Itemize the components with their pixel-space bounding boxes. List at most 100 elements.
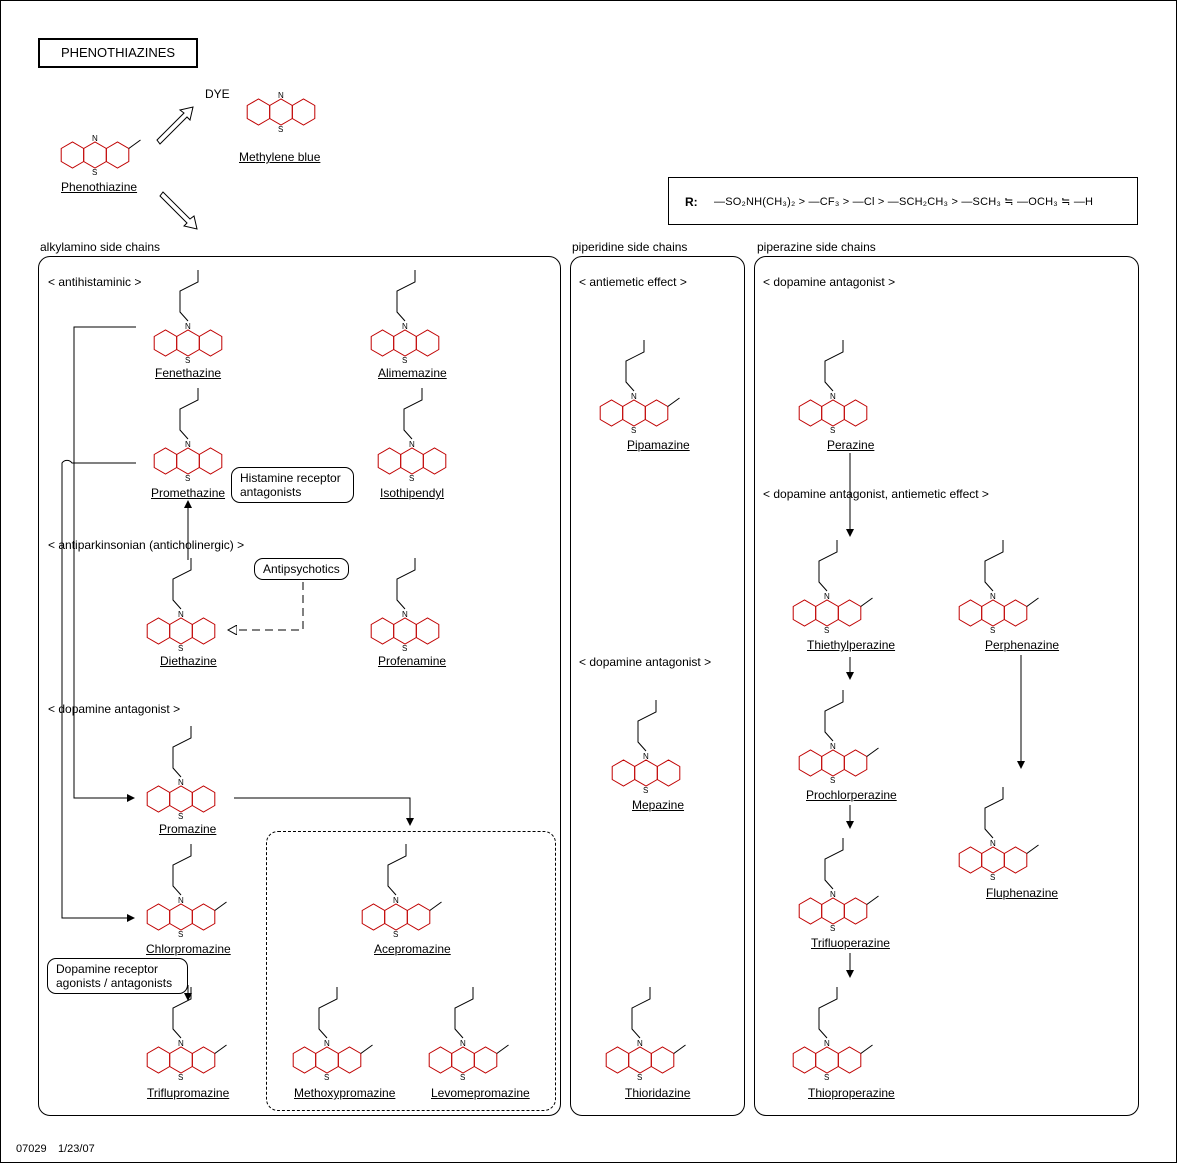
effect-dopamine-antiemetic: < dopamine antagonist, antiemetic effect… — [763, 487, 989, 501]
compound-pipamazine: Pipamazine — [627, 438, 690, 452]
compound-trifluoperazine: Trifluoperazine — [811, 936, 890, 950]
ring-perazine-s-atom: S — [830, 426, 835, 435]
ring-promethazine: NS — [153, 388, 223, 483]
footer-map-id: 07029 — [16, 1143, 47, 1155]
ring-trifluoperazine-n-atom: N — [830, 890, 836, 899]
compound-thioridazine: Thioridazine — [625, 1086, 691, 1100]
effect-dopamine-alkyl: < dopamine antagonist > — [48, 702, 181, 716]
effect-dopamine-piperidine: < dopamine antagonist > — [579, 655, 712, 669]
ring-thiethylperazine: NS — [792, 540, 873, 635]
ring-promazine: NS — [146, 726, 216, 821]
ring-thioproperazine: NS — [792, 987, 873, 1082]
ring-levomepromazine-s-atom: S — [460, 1073, 465, 1082]
compound-profenamine: Profenamine — [378, 654, 447, 668]
compound-thioproperazine: Thioproperazine — [808, 1086, 895, 1100]
ring-fenethazine-s-atom: S — [185, 356, 190, 365]
r-substituent-series: R: —SO₂NH(CH₃)₂ > —CF₃ > —Cl > —SCH₂CH₃ … — [668, 177, 1138, 225]
ring-levomepromazine: NS — [428, 987, 509, 1082]
ring-thioproperazine-n-atom: N — [824, 1039, 830, 1048]
ring-pipamazine: NS — [599, 340, 680, 435]
ring-perphenazine-s-atom: S — [990, 626, 995, 635]
map-title: PHENOTHIAZINES — [38, 38, 198, 68]
ring-phenothiazine: NS — [60, 134, 141, 177]
piperazine-box — [754, 256, 1139, 1116]
ring-promethazine-s-atom: S — [185, 474, 190, 483]
ring-acepromazine-s-atom: S — [393, 930, 398, 939]
compound-methoxypromazine: Methoxypromazine — [294, 1086, 396, 1100]
ring-methoxypromazine-s-atom: S — [324, 1073, 329, 1082]
ring-phenothiazine-s-atom: S — [92, 168, 97, 177]
ring-mepazine-n-atom: N — [643, 752, 649, 761]
ring-methylene-blue-s-atom: S — [278, 125, 283, 134]
ring-methylene-blue: NS — [246, 91, 316, 134]
ring-pipamazine-n-atom: N — [631, 392, 637, 401]
ring-thiethylperazine-s-atom: S — [824, 626, 829, 635]
effect-dopamine-piperazine: < dopamine antagonist > — [763, 275, 896, 289]
ring-diethazine: NS — [146, 558, 216, 653]
alkylamino-connectors — [61, 326, 414, 1001]
ring-isothipendyl-n-atom: N — [409, 440, 415, 449]
group-piperazine: piperazine side chains — [757, 240, 876, 254]
compound-chlorpromazine: Chlorpromazine — [146, 942, 231, 956]
ring-chlorpromazine-s-atom: S — [178, 930, 183, 939]
compound-mepazine: Mepazine — [632, 798, 685, 812]
ring-promethazine-n-atom: N — [185, 440, 191, 449]
compound-isothipendyl: Isothipendyl — [380, 486, 445, 500]
r-series-text: —SO₂NH(CH₃)₂ > —CF₃ > —Cl > —SCH₂CH₃ > —… — [714, 196, 1094, 208]
ring-isothipendyl: NS — [377, 388, 447, 483]
ring-trifluoperazine-s-atom: S — [830, 924, 835, 933]
ring-pipamazine-s-atom: S — [631, 426, 636, 435]
ring-methoxypromazine: NS — [292, 987, 373, 1082]
compound-fenethazine: Fenethazine — [155, 366, 222, 380]
dye-label: DYE — [205, 87, 230, 101]
compound-promethazine: Promethazine — [151, 486, 226, 500]
ring-prochlorperazine-n-atom: N — [830, 742, 836, 751]
piperidine-box — [570, 256, 745, 1116]
ring-profenamine-n-atom: N — [402, 610, 408, 619]
ring-acepromazine-n-atom: N — [393, 896, 399, 905]
ring-mepazine: NS — [611, 700, 681, 795]
ring-methylene-blue-n-atom: N — [278, 91, 284, 100]
compound-perphenazine: Perphenazine — [985, 638, 1060, 652]
compound-fluphenazine: Fluphenazine — [986, 886, 1059, 900]
ring-profenamine: NS — [370, 558, 440, 653]
ring-alimemazine-s-atom: S — [402, 356, 407, 365]
compound-perazine: Perazine — [827, 438, 875, 452]
ring-perphenazine-n-atom: N — [990, 592, 996, 601]
effect-antiparkinsonian: < antiparkinsonian (anticholinergic) > — [48, 538, 245, 552]
ring-perazine-n-atom: N — [830, 392, 836, 401]
dye-arrow — [156, 106, 194, 145]
ring-prochlorperazine-s-atom: S — [830, 776, 835, 785]
compound-thiethylperazine: Thiethylperazine — [807, 638, 896, 652]
effect-antihistaminic: < antihistaminic > — [48, 275, 142, 289]
ring-thioridazine-n-atom: N — [637, 1039, 643, 1048]
ring-isothipendyl-s-atom: S — [409, 474, 414, 483]
compound-methylene-blue: Methylene blue — [239, 150, 321, 164]
ring-thioridazine-s-atom: S — [637, 1073, 642, 1082]
ring-promazine-s-atom: S — [178, 812, 183, 821]
ring-triflupromazine-n-atom: N — [178, 1039, 184, 1048]
ring-fluphenazine: NS — [958, 787, 1039, 882]
ring-methoxypromazine-n-atom: N — [324, 1039, 330, 1048]
note-dopamine-receptor: Dopamine receptor agonists / antagonists — [47, 958, 188, 994]
ring-acepromazine: NS — [361, 844, 442, 939]
ring-thiethylperazine-n-atom: N — [824, 592, 830, 601]
acepromazine-group-box — [266, 831, 556, 1111]
ring-triflupromazine-s-atom: S — [178, 1073, 183, 1082]
ring-thioproperazine-s-atom: S — [824, 1073, 829, 1082]
ring-profenamine-s-atom: S — [402, 644, 407, 653]
compound-alimemazine: Alimemazine — [378, 366, 447, 380]
alkylamino-box — [38, 256, 561, 1116]
side-chain-arrow — [159, 191, 198, 230]
compound-diethazine: Diethazine — [160, 654, 217, 668]
ring-levomepromazine-n-atom: N — [460, 1039, 466, 1048]
ring-alimemazine: NS — [370, 270, 440, 365]
ring-diethazine-s-atom: S — [178, 644, 183, 653]
ring-fluphenazine-s-atom: S — [990, 873, 995, 882]
note-antipsychotics: Antipsychotics — [254, 558, 349, 580]
ring-fenethazine-n-atom: N — [185, 322, 191, 331]
ring-alimemazine-n-atom: N — [402, 322, 408, 331]
effect-antiemetic: < antiemetic effect > — [579, 275, 687, 289]
ring-fluphenazine-n-atom: N — [990, 839, 996, 848]
